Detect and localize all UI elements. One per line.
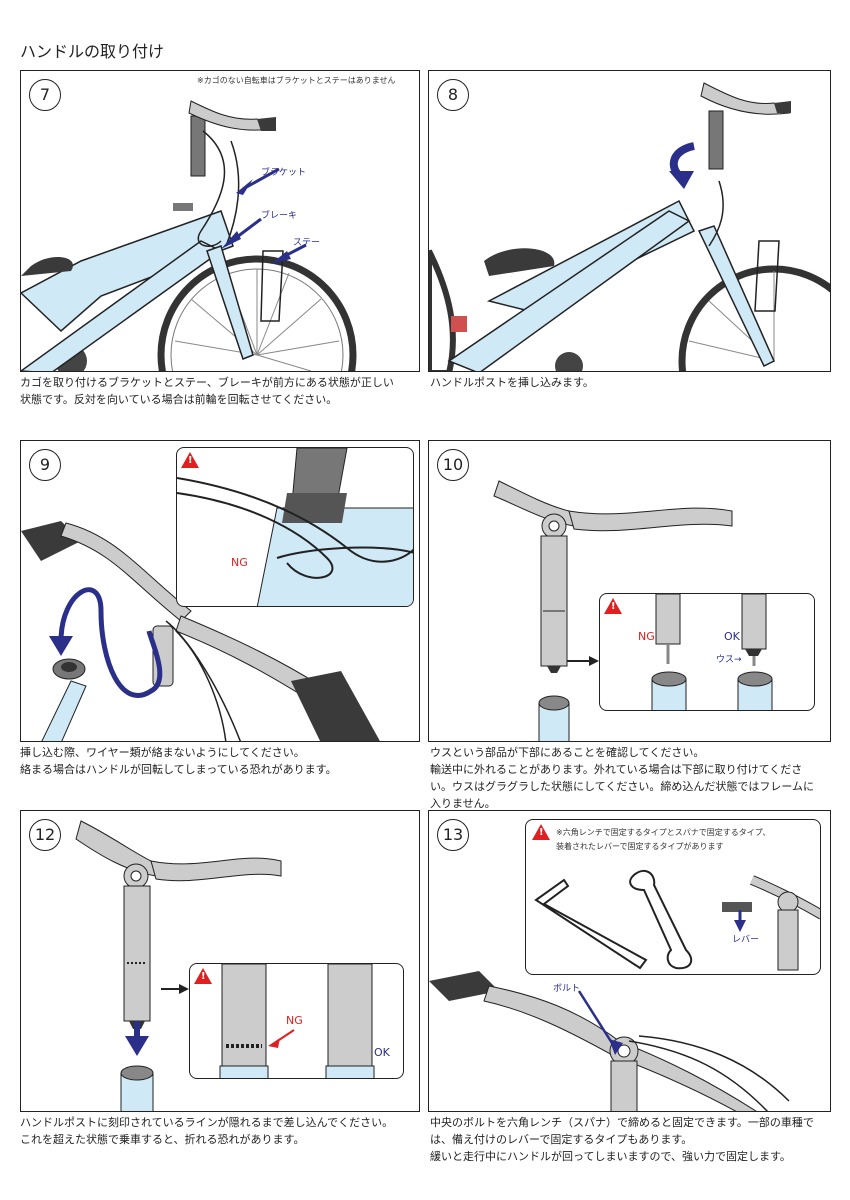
- stay-label: ステー: [293, 238, 321, 248]
- warning-icon: !: [532, 824, 550, 840]
- step-7-note: ※カゴのない自転車はブラケットとステーはありません: [197, 76, 396, 85]
- step-7-number: 7: [29, 79, 61, 111]
- step-12-illustration: [75, 820, 282, 1111]
- caption-line: い。ウスはグラグラした状態にしてください。締め込んだ状態ではフレームに: [430, 780, 815, 793]
- caption-line: ハンドルポストを挿し込みます。: [430, 376, 594, 389]
- step-9-caption: 挿し込む際、ワイヤー類が絡まないようにしてください。 絡まる場合はハンドルが回転…: [20, 744, 425, 778]
- caption-line: 挿し込む際、ワイヤー類が絡まないようにしてください。: [20, 746, 305, 759]
- step-9-ng-inset: ! NG: [176, 447, 414, 607]
- caption-line: 絡まる場合はハンドルが回転してしまっている恐れがあります。: [20, 763, 337, 776]
- caption-line: ハンドルポストに刻印されているラインが隠れるまで差し込んでください。: [20, 1116, 394, 1129]
- tangled-wire-detail: [177, 448, 413, 606]
- lever-label: レバー: [732, 935, 760, 945]
- step-8-number: 8: [437, 79, 469, 111]
- caption-line: 緩いと走行中にハンドルが回ってしまいますので、強い力で固定します。: [430, 1150, 791, 1163]
- tool-types-illustration: [534, 869, 820, 971]
- step-10-panel: 10 ! NG OK ウス→: [428, 440, 831, 742]
- step-10-caption: ウスという部品が下部にあることを確認してください。 輸送中に外れることがあります…: [430, 744, 830, 812]
- usu-comparison: [651, 594, 773, 710]
- step-13-illustration: [429, 971, 790, 1111]
- bolt-label: ボルト: [553, 984, 581, 994]
- warning-icon: !: [604, 598, 622, 614]
- caption-line: 状態です。反対を向いている場合は前輪を回転させてください。: [20, 393, 338, 406]
- step-13-number: 13: [437, 819, 469, 851]
- warning-icon: !: [194, 968, 212, 984]
- step-12-caption: ハンドルポストに刻印されているラインが隠れるまで差し込んでください。 これを超え…: [20, 1114, 425, 1148]
- step-9-number: 9: [29, 449, 61, 481]
- step-10-check-inset: ! NG OK ウス→: [599, 593, 815, 711]
- bracket-label: ブラケット: [261, 168, 307, 178]
- engraved-line-comparison: [219, 964, 375, 1078]
- caption-line: ウスという部品が下部にあることを確認してください。: [430, 746, 705, 759]
- step-9-illustration: [21, 521, 380, 741]
- step-12-line-inset: ! NG OK: [189, 963, 404, 1079]
- step-7-panel: 7 ※カゴのない自転車はブラケットとステーはありません ブラケット ブレーキ ス…: [20, 70, 420, 372]
- step-7-illustration: [21, 100, 357, 371]
- ok-label: OK: [724, 630, 740, 643]
- caption-line: カゴを取り付けるブラケットとステー、ブレーキが前方にある状態が正しい: [20, 376, 394, 389]
- note-line: ※六角レンチで固定するタイプとスパナで固定するタイプ、: [556, 828, 771, 837]
- caption-line: は、備え付けのレバーで固定するタイプもあります。: [430, 1133, 693, 1146]
- step-9-panel: 9 ! NG: [20, 440, 420, 742]
- brake-label: ブレーキ: [261, 211, 298, 221]
- step-8-panel: 8: [428, 70, 831, 372]
- step-12-number: 12: [29, 819, 61, 851]
- step-8-caption: ハンドルポストを挿し込みます。: [430, 374, 830, 391]
- page-title: ハンドルの取り付け: [20, 42, 165, 61]
- caption-line: これを超えた状態で乗車すると、折れる恐れがあります。: [20, 1133, 305, 1146]
- step-10-number: 10: [437, 449, 469, 481]
- ng-label: NG: [286, 1014, 303, 1027]
- warning-icon: !: [181, 452, 199, 468]
- step-13-tool-types-inset: ! ※六角レンチで固定するタイプとスパナで固定するタイプ、 装着されたレバーで固…: [525, 819, 821, 975]
- ng-label: NG: [638, 630, 655, 643]
- caption-line: 入りません。: [430, 797, 496, 810]
- step-10-illustration: [493, 480, 733, 741]
- step-13-note: ※六角レンチで固定するタイプとスパナで固定するタイプ、 装着されたレバーで固定す…: [556, 826, 770, 854]
- step-13-panel: 13 ! ※六角レンチで固定するタイプとスパナで固定するタイプ、 装着されたレバ…: [428, 810, 831, 1112]
- usu-label: ウス→: [716, 655, 742, 665]
- caption-line: 中央のボルトを六角レンチ（スパナ）で締めると固定できます。一部の車種で: [430, 1116, 814, 1129]
- ok-label: OK: [374, 1046, 390, 1059]
- step-7-caption: カゴを取り付けるブラケットとステー、ブレーキが前方にある状態が正しい 状態です。…: [20, 374, 425, 408]
- step-12-panel: 12 ! NG OK: [20, 810, 420, 1112]
- note-line: 装着されたレバーで固定するタイプがあります: [556, 842, 724, 851]
- ng-label: NG: [231, 556, 248, 569]
- caption-line: 輸送中に外れることがあります。外れている場合は下部に取り付けてくださ: [430, 763, 803, 776]
- step-13-caption: 中央のボルトを六角レンチ（スパナ）で締めると固定できます。一部の車種で は、備え…: [430, 1114, 830, 1165]
- step-8-illustration: [429, 82, 830, 371]
